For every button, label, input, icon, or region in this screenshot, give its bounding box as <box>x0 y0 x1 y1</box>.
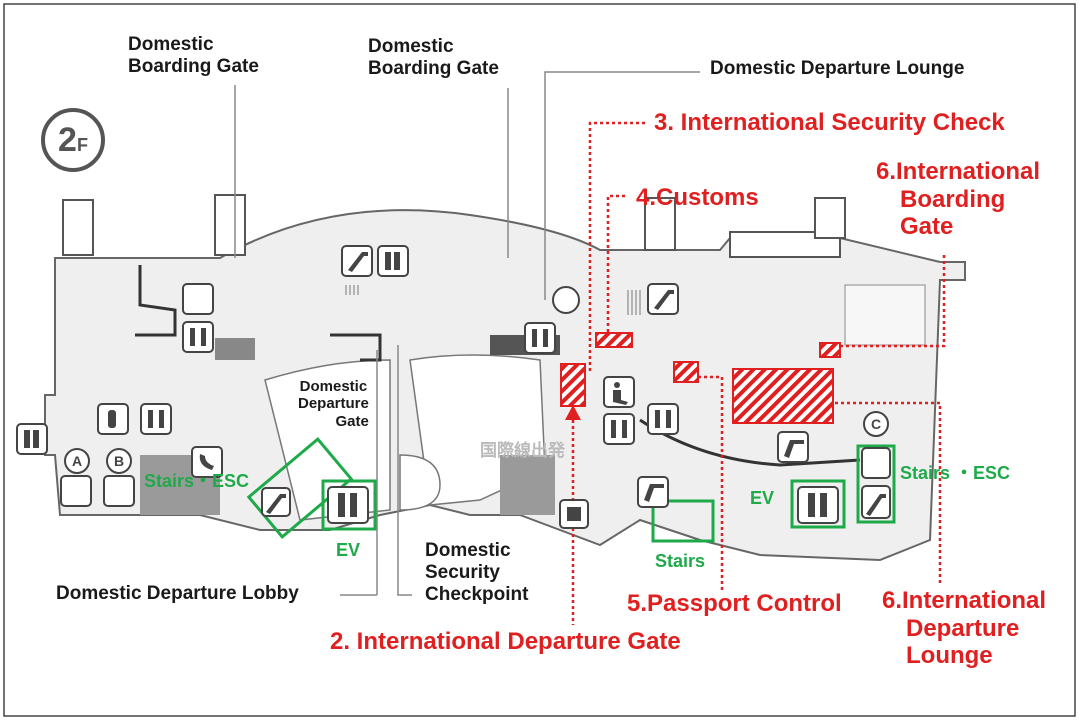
restroom-icon-4 <box>647 403 679 435</box>
red-arrow <box>565 405 581 420</box>
wall-1 <box>135 265 177 337</box>
restroom-icon-2 <box>524 322 556 354</box>
restroom-icon-5 <box>140 403 172 435</box>
label-intl-departure-gate: 2. International Departure Gate <box>330 628 681 655</box>
accessible-info-icon <box>552 286 580 314</box>
highlight-zones <box>560 332 841 424</box>
ev-left-box <box>321 479 377 531</box>
label-customs: 4.Customs <box>636 184 759 211</box>
elevator-icon-3 <box>327 486 369 524</box>
map-text-intl: 国際線出発 <box>480 441 565 460</box>
zone-passport-control <box>673 361 699 383</box>
label-stairs-mid: Stairs <box>655 551 706 571</box>
label-dom-departure-lounge: Domestic Departure Lounge <box>710 58 965 79</box>
label-passport-control: 5.Passport Control <box>627 590 842 617</box>
floor-badge: 2F <box>41 108 105 172</box>
lounge-b-icon <box>103 475 135 507</box>
stairs-mid-box <box>651 499 715 543</box>
dark-block-2 <box>500 455 555 515</box>
ev-right-box <box>790 479 846 529</box>
lounge-a-icon <box>60 475 92 507</box>
elevator-icon-2 <box>16 423 48 455</box>
label-ev-left: EV <box>336 540 361 560</box>
wall-2 <box>330 333 382 362</box>
zone-customs <box>595 332 633 348</box>
icon-glyphs <box>24 252 886 521</box>
letter-circles <box>64 411 889 474</box>
letter-c: C <box>871 416 882 432</box>
zone-intl-boarding-gate <box>819 342 841 358</box>
zone-intl-departure-lounge <box>732 368 834 424</box>
zone-intl-departure-gate <box>560 363 586 407</box>
escalator-icon-2 <box>182 283 214 315</box>
letter-a: A <box>72 453 83 469</box>
restroom-icon-3 <box>603 413 635 445</box>
label-dom-departure-lobby: Domestic Departure Lobby <box>56 583 299 604</box>
label-stairs-esc-right: Stairs ・ESC <box>900 463 1011 483</box>
dark-block-3 <box>215 338 255 360</box>
label-intl-security-check: 3. International Security Check <box>654 109 1005 136</box>
right-room <box>844 284 926 346</box>
restroom-icon <box>182 321 214 353</box>
floor-suffix: F <box>76 135 88 155</box>
jetways <box>62 194 846 256</box>
round-kiosk <box>399 454 441 511</box>
escalator-icon-5 <box>637 476 669 508</box>
lounge-c-icon <box>861 447 891 479</box>
stair-stripes <box>345 285 641 315</box>
escalator-icon-6 <box>777 431 809 463</box>
elevator-icon-4 <box>797 486 839 524</box>
floor-number: 2 <box>58 121 77 159</box>
label-ev-right: EV <box>750 488 775 508</box>
elevator-icon <box>377 245 409 277</box>
letter-b: B <box>114 453 125 469</box>
label-stairs-esc-left: Stairs・ESC <box>144 471 250 491</box>
leader-lines <box>234 71 700 596</box>
stairs-esc-right-box <box>856 444 896 524</box>
